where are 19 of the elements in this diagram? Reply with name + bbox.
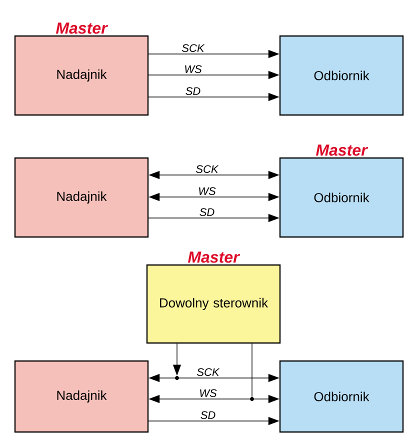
- master-label: Master: [188, 252, 240, 263]
- master-label: Master: [56, 22, 108, 34]
- block-box: Dowolny sterownik: [146, 264, 281, 344]
- block-box: Nadajnik: [14, 157, 149, 238]
- signal-label: SCK: [194, 164, 220, 174]
- signal-label: SCK: [196, 367, 220, 377]
- block-box: Nadajnik: [14, 35, 149, 116]
- signal-label: WS: [197, 186, 217, 196]
- block-box: Odbiornik: [279, 35, 404, 116]
- signal-label: SCK: [180, 43, 206, 53]
- signal-label: WS: [198, 388, 218, 398]
- signal-label: WS: [183, 64, 203, 74]
- master-label: Master: [316, 144, 368, 156]
- block-box: Nadajnik: [14, 360, 149, 433]
- block-box: Odbiornik: [279, 360, 404, 433]
- signal-label: SD: [184, 86, 202, 96]
- signal-label: SD: [199, 410, 217, 420]
- block-box: Odbiornik: [279, 157, 404, 238]
- signal-label: SD: [198, 207, 216, 217]
